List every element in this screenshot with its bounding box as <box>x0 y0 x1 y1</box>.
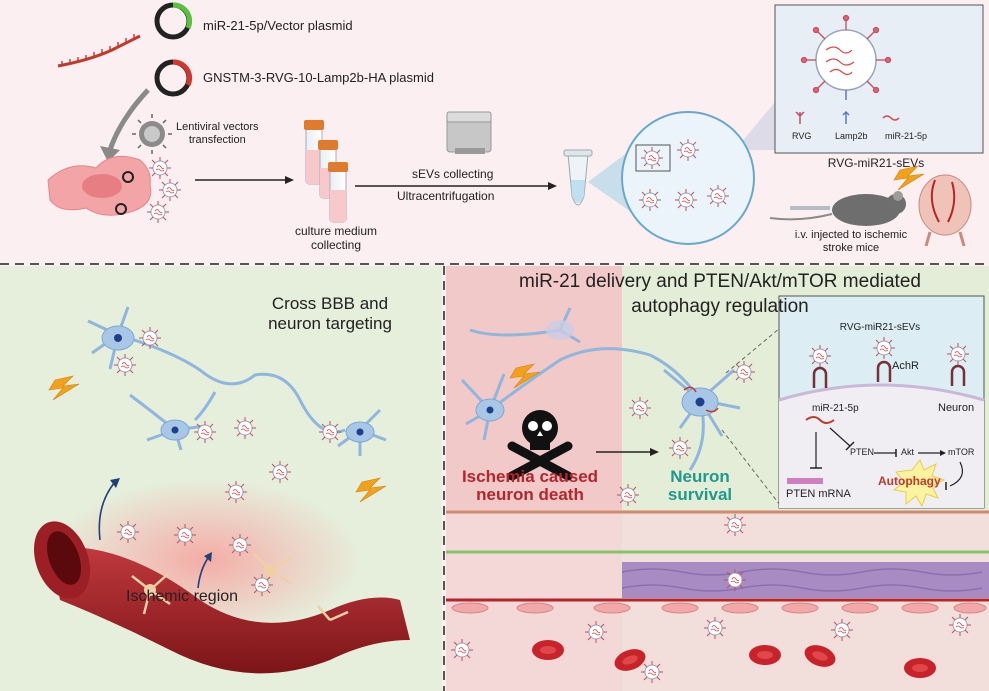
vector-plasmid-label: miR-21-5p/Vector plasmid <box>203 18 353 33</box>
mir-label: miR-21-5p <box>812 403 859 414</box>
neuron-survival-label: Neuron survival <box>667 467 733 504</box>
mouse-icon <box>769 191 906 226</box>
sevs-collecting-label: sEVs collecting <box>412 167 494 181</box>
left-panel-title: Cross BBB and neuron targeting <box>268 294 392 333</box>
legend-mir: miR-21-5p <box>885 131 928 141</box>
neuron-death-label: Ischemia caused neuron death <box>461 467 599 504</box>
transfection-arrow-icon <box>107 88 150 151</box>
culture-medium-label: culture medium collecting <box>294 224 378 252</box>
legend-rvg: RVG <box>792 131 812 141</box>
magnified-sevs-view <box>621 111 755 245</box>
legend-lamp2b: Lamp2b <box>835 131 868 141</box>
akt-label: Akt <box>901 447 915 457</box>
achr-label: AchR <box>892 360 919 372</box>
mtor-label: mTOR <box>948 447 975 457</box>
rna-strand-icon <box>57 34 141 68</box>
left-neurons <box>87 306 387 456</box>
vesicle-name-label: RVG-miR21-sEVs <box>827 156 925 170</box>
right-neurons <box>460 307 741 471</box>
autophagy-label: Autophagy <box>878 474 941 488</box>
neuron-label: Neuron <box>938 402 975 414</box>
pten-mrna-icon <box>787 478 823 484</box>
autophagy-burst <box>892 459 946 508</box>
endothelial-layer <box>622 562 989 598</box>
right-panel-title-line2: autophagy regulation <box>631 296 809 317</box>
injection-label: i.v. injected to ischemic stroke mice <box>794 229 908 254</box>
ultracentrifugation-label: Ultracentrifugation <box>397 189 495 203</box>
astrocyte-cells <box>131 553 349 622</box>
inset-title: RVG-miR21-sEVs <box>839 322 921 333</box>
blood-vessel <box>50 547 410 674</box>
skull-icon <box>507 410 573 481</box>
centrifuge-icon <box>446 111 492 154</box>
pten-label: PTEN <box>850 447 875 457</box>
rvg-plasmid-label: GNSTM-3-RVG-10-Lamp2b-HA plasmid <box>203 70 434 85</box>
ischemic-region-label: Ischemic region <box>126 588 239 605</box>
transfection-label: Lentiviral vectors transfection <box>176 121 259 146</box>
pten-mrna-label: PTEN mRNA <box>786 488 851 500</box>
brain-icon <box>918 174 972 247</box>
right-panel-title-line1: miR-21 delivery and PTEN/Akt/mTOR mediat… <box>519 271 921 292</box>
culture-tubes-icon <box>304 120 348 223</box>
